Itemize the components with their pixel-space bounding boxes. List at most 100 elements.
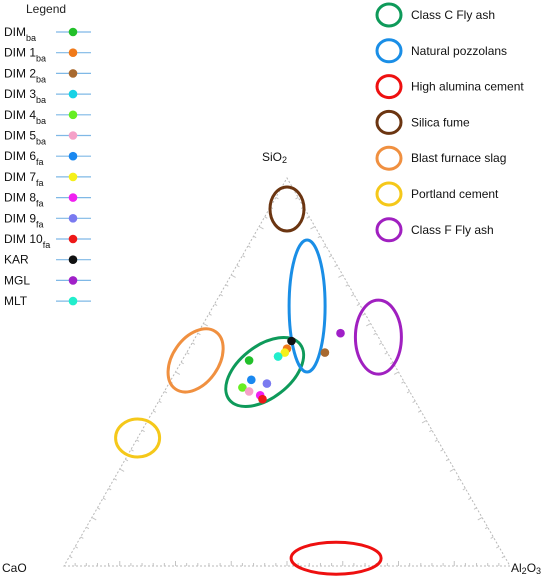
legend-title: Legend xyxy=(26,2,66,16)
axis-tick xyxy=(417,410,422,413)
legend-label-dim-6-fa: DIM 6fa xyxy=(4,149,44,167)
axis-tick xyxy=(373,332,377,336)
axis-tick xyxy=(356,303,360,307)
axis-tick xyxy=(477,517,483,521)
legend-label-dim-2-ba: DIM 2ba xyxy=(4,66,46,84)
legend-label-dim-ba: DIMba xyxy=(4,25,36,43)
axis-tick xyxy=(175,371,181,375)
vertex-label-sio2: SiO2 xyxy=(262,150,287,165)
axis-tick xyxy=(429,429,433,433)
legend-marker-dim-5-ba xyxy=(68,131,78,140)
axis-tick xyxy=(473,507,477,510)
axis-tick xyxy=(390,361,394,365)
legend-marker-dim-1-ba xyxy=(68,48,78,57)
region-natural-pozzolans xyxy=(287,238,327,374)
point-dim-10-fa xyxy=(258,394,267,404)
region-high-alumina-cement xyxy=(289,540,383,576)
axis-tick xyxy=(91,517,97,521)
axis-tick xyxy=(203,323,208,327)
axis-tick xyxy=(445,458,449,462)
point-dim-4-ba xyxy=(238,383,247,392)
axis-tick xyxy=(440,449,444,452)
axis-tick xyxy=(74,546,79,549)
point-dim-9-fa xyxy=(262,379,272,388)
axis-tick xyxy=(214,303,218,307)
axis-tick xyxy=(152,410,157,413)
axis-tick xyxy=(295,196,299,200)
legend-label-dim-9-fa: DIM 9fa xyxy=(4,211,44,229)
axis-tick xyxy=(125,458,129,462)
legend-marker-dim-8-fa xyxy=(68,193,78,202)
axis-tick xyxy=(421,420,427,424)
data-points xyxy=(238,328,345,404)
axis-tick xyxy=(197,332,201,336)
axis-tick xyxy=(225,284,229,287)
legend-label-mgl: MGL xyxy=(4,273,30,287)
region-portland-cement xyxy=(114,417,162,459)
legend-marker-dim-9-fa xyxy=(68,214,78,223)
legend-label-mlt: MLT xyxy=(4,294,28,308)
axis-tick xyxy=(247,245,251,248)
axis-tick xyxy=(401,381,405,384)
legend-label-dim-1-ba: DIM 1ba xyxy=(4,46,46,64)
axis-tick xyxy=(334,264,338,268)
axis-tick xyxy=(236,264,240,268)
legend-marker-dim-4-ba xyxy=(68,110,78,120)
region-silica-fume xyxy=(268,185,306,233)
axis-tick xyxy=(306,216,310,219)
region-legend-marker-silica-fume xyxy=(375,109,403,135)
axis-tick xyxy=(264,216,268,219)
point-dim-6-fa xyxy=(247,375,256,385)
vertex-label-cao: CaO xyxy=(2,561,27,575)
axis-tick xyxy=(328,255,332,258)
axis-tick xyxy=(80,536,84,539)
axis-tick xyxy=(484,526,488,530)
axis-tick xyxy=(191,342,196,345)
axis-tick xyxy=(231,274,236,278)
axis-tick xyxy=(130,449,134,452)
axis-tick xyxy=(468,497,472,501)
axis-tick xyxy=(366,323,371,327)
legend-marker-dim-3-ba xyxy=(68,89,78,99)
legend-marker-dim-2-ba xyxy=(68,69,78,78)
region-class-c-fly-ash xyxy=(224,336,306,408)
region-legend-marker-natural-pozzolans xyxy=(375,38,403,64)
axis-tick xyxy=(158,400,162,404)
region-legend-label-natural-pozzolans: Natural pozzolans xyxy=(411,44,507,58)
region-legend-marker-high-alumina-cement xyxy=(375,74,403,100)
legend-marker-mlt xyxy=(68,296,78,306)
legend-label-dim-7-fa: DIM 7fa xyxy=(4,170,44,188)
legend-label-dim-8-fa: DIM 8fa xyxy=(4,191,44,209)
axis-tick xyxy=(86,526,90,530)
legend-marker-mgl xyxy=(68,276,78,285)
point-mlt xyxy=(273,352,283,361)
axis-tick xyxy=(208,313,212,316)
legend-marker-dim-6-fa xyxy=(68,151,78,161)
axis-tick xyxy=(180,361,184,365)
axis-tick xyxy=(113,478,118,481)
region-legend-marker-class-f-fly-ash xyxy=(375,217,403,243)
region-blast-furnace-slag xyxy=(166,327,225,394)
axis-tick xyxy=(378,342,383,345)
axis-tick xyxy=(242,255,246,258)
legend-label-kar: KAR xyxy=(4,253,29,267)
legend-marker-dim-7-fa xyxy=(68,172,78,182)
region-legend-marker-blast-furnace-slag xyxy=(375,145,403,171)
legend-label-dim-10-fa: DIM 10fa xyxy=(4,232,50,250)
point-dim-2-ba xyxy=(320,348,330,357)
axis-tick xyxy=(119,468,125,472)
point-kar xyxy=(287,336,296,346)
axis-tick xyxy=(69,555,73,559)
region-legend-label-class-f-fly-ash: Class F Fly ash xyxy=(411,223,494,237)
legend-label-dim-3-ba: DIM 3ba xyxy=(4,87,46,105)
region-class-f-fly-ash xyxy=(353,298,403,376)
region-legend-label-blast-furnace-slag: Blast furnace slag xyxy=(411,151,506,165)
region-legend-label-high-alumina-cement: High alumina cement xyxy=(411,80,524,94)
legend-marker-kar xyxy=(68,255,78,264)
axis-tick xyxy=(434,439,438,442)
vertex-label-al2o3: Al2O3 xyxy=(511,561,541,576)
axis-tick xyxy=(345,284,349,287)
